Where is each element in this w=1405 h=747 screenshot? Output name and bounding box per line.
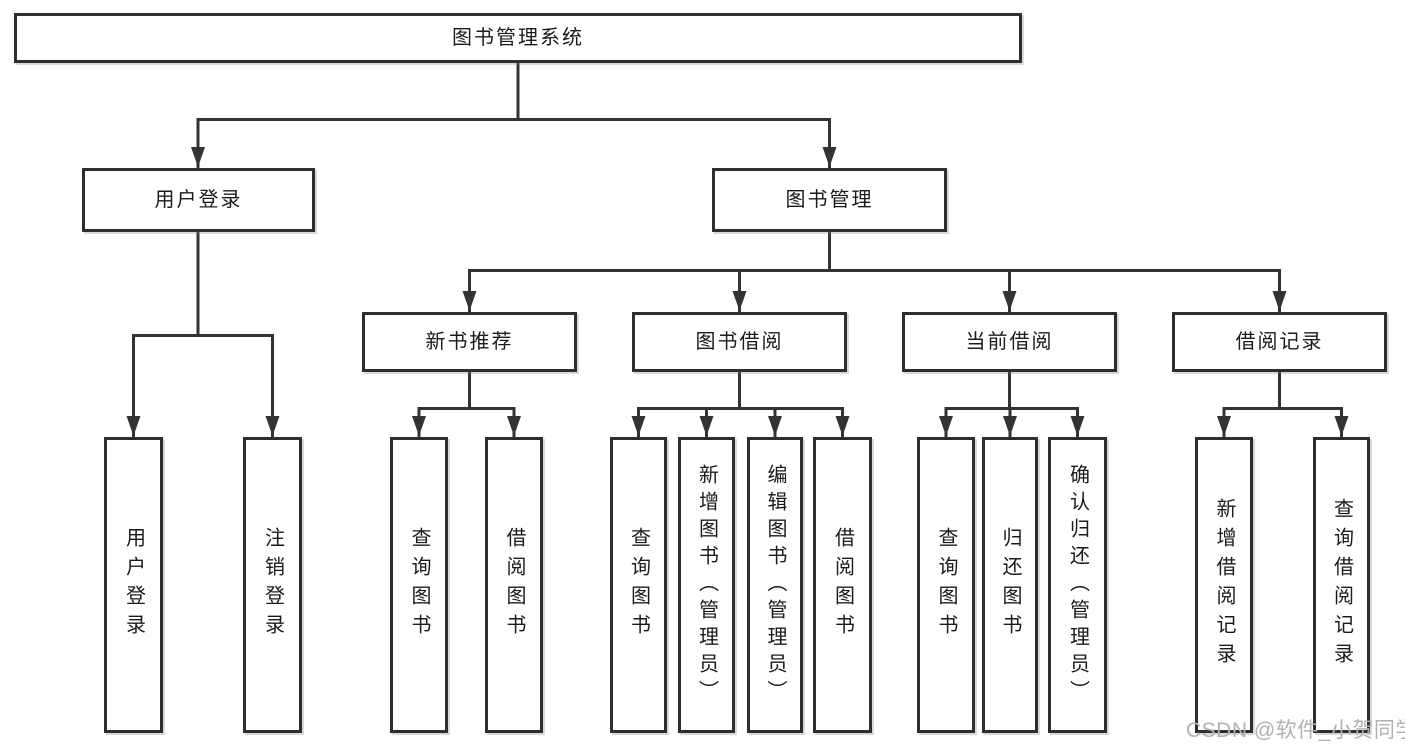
leaf-edit-book-label: 编辑图书（管理员） xyxy=(764,463,786,707)
leaf-confirm-return: 确认归还（管理员） xyxy=(1048,437,1107,733)
node-user-login: 用户登录 xyxy=(82,168,315,232)
leaf-query-borrow-record-label: 查询借阅记录 xyxy=(1330,498,1353,672)
leaf-borrow-book-1: 借阅图书 xyxy=(485,437,543,733)
leaf-return-book: 归还图书 xyxy=(982,437,1038,733)
leaf-query-book-3-label: 查询图书 xyxy=(935,527,957,643)
leaf-query-book-2: 查询图书 xyxy=(610,437,667,733)
node-borrow-record-label: 借阅记录 xyxy=(1235,331,1324,353)
leaf-add-book: 新增图书（管理员） xyxy=(678,437,735,733)
leaf-confirm-return-label: 确认归还（管理员） xyxy=(1066,463,1089,707)
leaf-return-book-label: 归还图书 xyxy=(999,527,1021,643)
leaf-user-login: 用户登录 xyxy=(104,437,163,733)
leaf-borrow-book-1-label: 借阅图书 xyxy=(503,527,525,643)
leaf-add-borrow-record-label: 新增借阅记录 xyxy=(1213,498,1235,672)
node-book-management: 图书管理 xyxy=(712,168,947,232)
leaf-logout-label: 注销登录 xyxy=(261,527,284,643)
leaf-add-book-label: 新增图书（管理员） xyxy=(695,463,718,707)
node-current-borrow-label: 当前借阅 xyxy=(965,331,1054,353)
leaf-query-borrow-record: 查询借阅记录 xyxy=(1313,437,1370,733)
node-root: 图书管理系统 xyxy=(14,13,1022,63)
node-book-borrow-label: 图书借阅 xyxy=(695,331,784,353)
leaf-add-borrow-record: 新增借阅记录 xyxy=(1195,437,1253,733)
leaf-edit-book: 编辑图书（管理员） xyxy=(747,437,803,733)
leaf-query-book-3: 查询图书 xyxy=(917,437,975,733)
node-new-book-recommend-label: 新书推荐 xyxy=(425,331,514,353)
leaf-query-book-1-label: 查询图书 xyxy=(408,527,430,643)
leaf-borrow-book-2-label: 借阅图书 xyxy=(831,527,854,643)
node-root-label: 图书管理系统 xyxy=(452,27,584,49)
leaf-query-book-2-label: 查询图书 xyxy=(627,527,650,643)
node-user-login-label: 用户登录 xyxy=(154,189,243,211)
watermark: CSDN @软件_小贺同学 xyxy=(1186,719,1405,742)
leaf-borrow-book-2: 借阅图书 xyxy=(813,437,872,733)
leaf-logout: 注销登录 xyxy=(243,437,302,733)
node-new-book-recommend: 新书推荐 xyxy=(362,312,577,372)
node-current-borrow: 当前借阅 xyxy=(902,312,1117,372)
node-borrow-record: 借阅记录 xyxy=(1172,312,1387,372)
leaf-query-book-1: 查询图书 xyxy=(390,437,448,733)
leaf-user-login-label: 用户登录 xyxy=(122,527,145,643)
node-book-borrow: 图书借阅 xyxy=(632,312,847,372)
node-book-management-label: 图书管理 xyxy=(785,189,874,211)
